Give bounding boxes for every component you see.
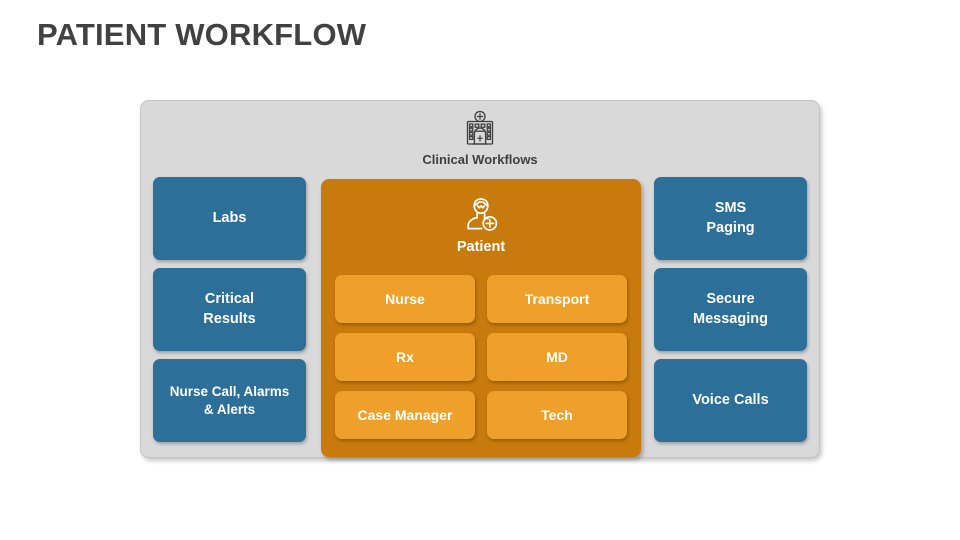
role-card-tech-label: Tech	[541, 407, 573, 423]
role-card-md[interactable]: MD	[487, 333, 627, 381]
card-voice-calls[interactable]: Voice Calls	[654, 359, 807, 442]
patient-panel: Patient Nurse Transport Rx MD Case Manag…	[321, 179, 641, 457]
card-nurse-call-alarms-alerts[interactable]: Nurse Call, Alarms & Alerts	[153, 359, 306, 442]
card-nurse-call-line2: & Alerts	[203, 401, 256, 417]
card-sms-paging-label: SMS Paging	[706, 199, 754, 238]
page-title: PATIENT WORKFLOW	[37, 17, 367, 52]
workflow-container: Clinical Workflows Labs Critical Results…	[140, 100, 820, 458]
card-critical-results-label: Critical Results	[203, 290, 255, 329]
card-labs[interactable]: Labs	[153, 177, 306, 260]
clinical-workflows-header: Clinical Workflows	[141, 109, 819, 167]
left-column: Labs Critical Results Nurse Call, Alarms…	[153, 177, 306, 442]
role-card-nurse-label: Nurse	[385, 291, 425, 307]
card-secure-messaging-line2: Messaging	[693, 310, 768, 327]
card-secure-messaging-label: Secure Messaging	[693, 290, 768, 329]
role-card-transport[interactable]: Transport	[487, 275, 627, 323]
card-nurse-call-label: Nurse Call, Alarms & Alerts	[170, 383, 290, 419]
patient-icon	[460, 193, 502, 235]
role-grid: Nurse Transport Rx MD Case Manager Tech	[335, 275, 627, 439]
card-sms-paging-line1: SMS	[714, 200, 747, 217]
role-card-transport-label: Transport	[524, 291, 590, 307]
role-card-case-manager-label: Case Manager	[357, 407, 453, 423]
hospital-icon	[460, 109, 500, 149]
card-voice-calls-label: Voice Calls	[692, 391, 769, 408]
card-critical-results-line2: Results	[203, 310, 256, 327]
card-sms-paging[interactable]: SMS Paging	[654, 177, 807, 260]
card-secure-messaging-line1: Secure	[706, 291, 755, 308]
card-nurse-call-line1: Nurse Call, Alarms	[169, 383, 290, 399]
patient-header: Patient	[321, 193, 641, 255]
role-card-case-manager[interactable]: Case Manager	[335, 391, 475, 439]
card-critical-results-line1: Critical	[204, 291, 255, 308]
clinical-workflows-label: Clinical Workflows	[422, 152, 538, 167]
role-card-md-label: MD	[546, 349, 568, 365]
card-labs-label: Labs	[212, 209, 247, 226]
role-card-rx-label: Rx	[396, 349, 414, 365]
role-card-tech[interactable]: Tech	[487, 391, 627, 439]
patient-label: Patient	[456, 239, 506, 255]
right-column: SMS Paging Secure Messaging Voice Calls	[654, 177, 807, 442]
card-secure-messaging[interactable]: Secure Messaging	[654, 268, 807, 351]
card-critical-results[interactable]: Critical Results	[153, 268, 306, 351]
card-sms-paging-line2: Paging	[706, 219, 755, 236]
role-card-nurse[interactable]: Nurse	[335, 275, 475, 323]
role-card-rx[interactable]: Rx	[335, 333, 475, 381]
